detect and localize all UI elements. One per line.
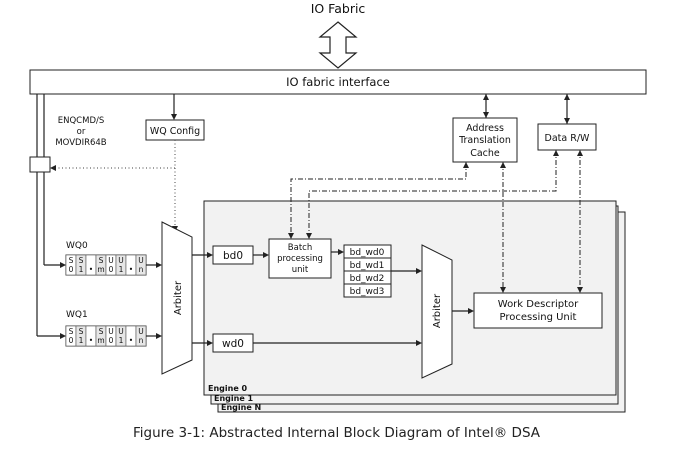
address-translation-cache-box	[452, 117, 518, 163]
dash-dot-connections	[288, 150, 583, 293]
io-fabric-arrow	[318, 21, 358, 69]
bd-wd-stack: bd_wd0 bd_wd1 bd_wd2 bd_wd3	[343, 244, 392, 298]
enqcmd-demux-box	[29, 156, 51, 173]
wdpu-line1: Work Descriptor	[498, 299, 579, 310]
work-descriptor-processing-unit-box	[473, 292, 603, 329]
wq1-cell-bottom-label: n	[139, 336, 144, 345]
right-arbiter-label: Arbiter	[432, 293, 443, 328]
wq1-cell-top-label: U	[118, 327, 124, 336]
wq1-cell-bottom-label: m	[97, 336, 104, 345]
wq0-cell-top-label: U	[108, 256, 114, 265]
wq0-cell-top-label: U	[138, 256, 144, 265]
wq1-cell-top-label: S	[99, 327, 104, 336]
wq1-cell-top-label: S	[79, 327, 84, 336]
wd0-label: wd0	[222, 338, 244, 350]
engine-0-label: Engine 0	[208, 384, 248, 393]
enqcmd-label-line2: or	[77, 127, 86, 137]
wq0-cell-top-label: U	[118, 256, 124, 265]
wq1-cell-top-label: U	[138, 327, 144, 336]
batch-unit-line1: Batch	[288, 243, 312, 253]
atc-to-batch	[290, 162, 467, 235]
wq0-cell-bottom-label: n	[139, 265, 144, 274]
wq0-cell-top-label: S	[69, 256, 74, 265]
wq0-cell-bottom-label: 0	[69, 265, 74, 274]
left-arbiter	[161, 221, 193, 375]
wq0-label: WQ0	[66, 241, 88, 251]
io-fabric-title: IO Fabric	[311, 1, 366, 16]
dsa-block-diagram: IO Fabric IO fabric interface Engine 0 E…	[29, 1, 647, 413]
wq0-cell-bottom-label: 1	[79, 265, 84, 274]
bd-wd3-box	[343, 283, 392, 298]
batch-processing-unit-box	[268, 238, 332, 279]
wq0-cell-bottom-label: 0	[109, 265, 114, 274]
left-arbiter-label: Arbiter	[173, 280, 184, 315]
wq1-cell-bottom-label: 1	[79, 336, 84, 345]
right-arbiter	[421, 244, 453, 379]
wq0-cell-bottom-label: •	[129, 265, 133, 274]
bd-wd2-label: bd_wd2	[350, 274, 385, 284]
engine-n-label: Engine N	[221, 403, 261, 412]
batch-unit-line2: processing	[277, 254, 323, 264]
enqcmd-label-line3: MOVDIR64B	[55, 138, 106, 148]
wq0-cell-top-label: S	[99, 256, 104, 265]
bd-wd1-label: bd_wd1	[350, 261, 385, 271]
engine-1-label: Engine 1	[214, 394, 254, 403]
wq1-cell-bottom-label: •	[129, 336, 133, 345]
wq1-cell-top-label: S	[69, 327, 74, 336]
wq1-cell-top-label: U	[108, 327, 114, 336]
bd-wd3-label: bd_wd3	[350, 287, 385, 297]
batch-unit-line3: unit	[292, 265, 309, 275]
wq0-cell-bottom-label: 1	[119, 265, 124, 274]
enqcmd-label-line1: ENQCMD/S	[58, 116, 105, 126]
wq-config-label: WQ Config	[150, 126, 200, 137]
io-fabric-interface-label: IO fabric interface	[286, 75, 390, 89]
bd0-label: bd0	[223, 250, 243, 262]
atc-line1: Address	[466, 123, 504, 134]
data-rw-box	[537, 123, 597, 151]
wq0-cell-top-label: S	[79, 256, 84, 265]
data-rw-label: Data R/W	[545, 133, 591, 144]
figure-caption: Figure 3-1: Abstracted Internal Block Di…	[132, 425, 541, 441]
wq1-label: WQ1	[66, 310, 88, 320]
atc-line2: Translation	[458, 135, 511, 146]
data-rw-to-batch	[308, 150, 557, 235]
wq0-cell-bottom-label: m	[97, 265, 104, 274]
wq1-cell-bottom-label: 1	[119, 336, 124, 345]
io-fabric-interface-bar	[29, 69, 647, 95]
atc-line3: Cache	[470, 148, 500, 159]
wq1-cell-bottom-label: 0	[109, 336, 114, 345]
wq1-cell-bottom-label: 0	[69, 336, 74, 345]
wq1-cell-bottom-label: •	[89, 336, 93, 345]
bd-wd0-label: bd_wd0	[350, 248, 385, 258]
wq0-cell-bottom-label: •	[89, 265, 93, 274]
wdpu-line2: Processing Unit	[500, 312, 577, 323]
